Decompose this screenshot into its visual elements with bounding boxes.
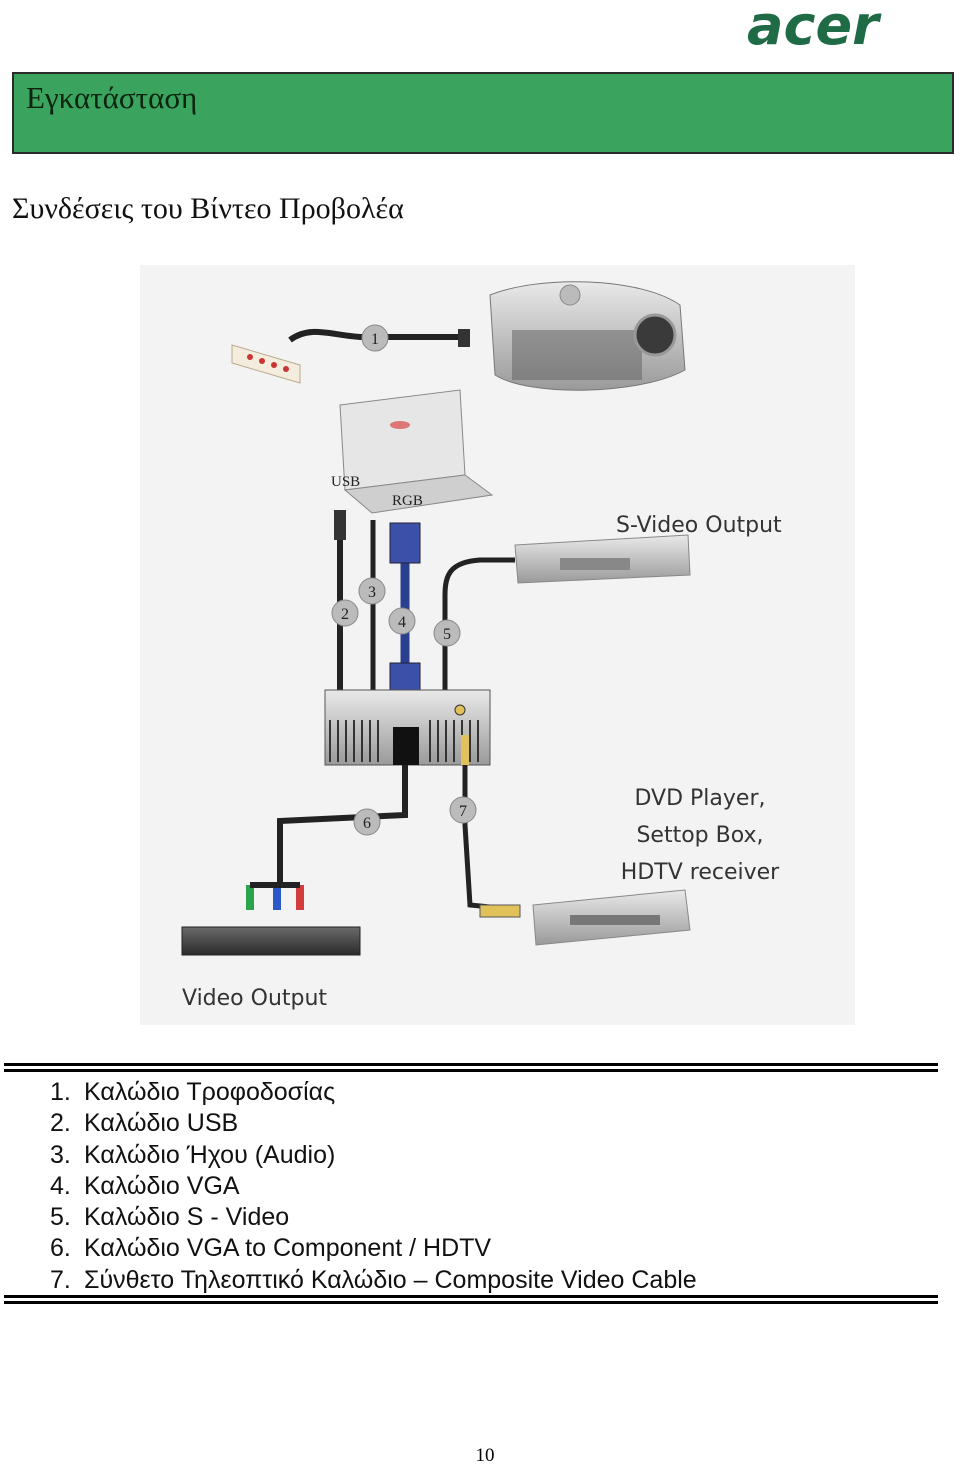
svg-text:5: 5 bbox=[443, 626, 451, 643]
page-number: 10 bbox=[475, 1445, 495, 1466]
svideo-device-icon bbox=[514, 534, 691, 584]
usb-port-label: USB bbox=[331, 474, 360, 490]
svideo-output-caption: S-Video Output bbox=[616, 513, 782, 538]
connection-diagram: 1 USB RGB 2 3 4 S-Video Output 5 bbox=[140, 265, 855, 1025]
legend-item: 5.Καλώδιο S - Video bbox=[50, 1203, 290, 1232]
acer-logo: acer bbox=[747, 0, 882, 52]
callout-3: 3 bbox=[358, 577, 386, 605]
callout-6: 6 bbox=[353, 808, 381, 836]
svg-text:1: 1 bbox=[371, 331, 379, 348]
video-output-caption: Video Output bbox=[182, 986, 327, 1011]
dvd-player-icon bbox=[532, 889, 691, 946]
dvd-caption-line3: HDTV receiver bbox=[621, 860, 780, 885]
svideo-cable bbox=[442, 557, 515, 695]
svg-text:6: 6 bbox=[363, 815, 371, 832]
dvd-caption-line2: Settop Box, bbox=[636, 823, 763, 848]
legend-item: 2.Καλώδιο USB bbox=[50, 1109, 239, 1138]
legend-item: 3.Καλώδιο Ήχου (Audio) bbox=[50, 1140, 336, 1169]
legend-bottom-rule bbox=[4, 1295, 938, 1307]
callout-2: 2 bbox=[331, 599, 359, 627]
page-title: Συνδέσεις του Βίντεο Προβολέα bbox=[12, 192, 404, 225]
power-cable bbox=[288, 328, 460, 343]
rgb-port-label: RGB bbox=[392, 493, 423, 509]
callout-1: 1 bbox=[361, 324, 389, 352]
dvd-caption-line1: DVD Player, bbox=[635, 786, 766, 811]
legend-item: 6.Καλώδιο VGA to Component / HDTV bbox=[50, 1234, 492, 1263]
callout-5: 5 bbox=[433, 619, 461, 647]
projector-icon bbox=[489, 281, 686, 391]
callout-4: 4 bbox=[388, 607, 416, 635]
video-output-device-icon bbox=[181, 926, 361, 956]
svg-text:7: 7 bbox=[459, 803, 467, 820]
callout-7: 7 bbox=[449, 796, 477, 824]
section-title: Εγκατάσταση bbox=[26, 80, 198, 115]
legend-item: 4.Καλώδιο VGA bbox=[50, 1171, 240, 1200]
acer-logo-text: acer bbox=[747, 0, 882, 52]
vga-component-cable bbox=[277, 765, 408, 885]
legend-item: 1.Καλώδιο Τροφοδοσίας bbox=[50, 1078, 336, 1106]
legend-item: 7.Σύνθετο Τηλεοπτικό Καλώδιο – Composite… bbox=[50, 1265, 697, 1294]
diagram-background bbox=[140, 265, 855, 1025]
power-strip-icon bbox=[231, 344, 301, 384]
legend-top-rule bbox=[4, 1063, 938, 1075]
svg-text:2: 2 bbox=[341, 606, 349, 623]
cable-legend: 1.Καλώδιο Τροφοδοσίας 2.Καλώδιο USB 3.Κα… bbox=[50, 1077, 697, 1296]
section-banner: Εγκατάσταση bbox=[12, 72, 954, 154]
svg-text:4: 4 bbox=[398, 614, 406, 631]
svg-text:3: 3 bbox=[368, 584, 376, 601]
laptop-icon bbox=[339, 389, 494, 514]
